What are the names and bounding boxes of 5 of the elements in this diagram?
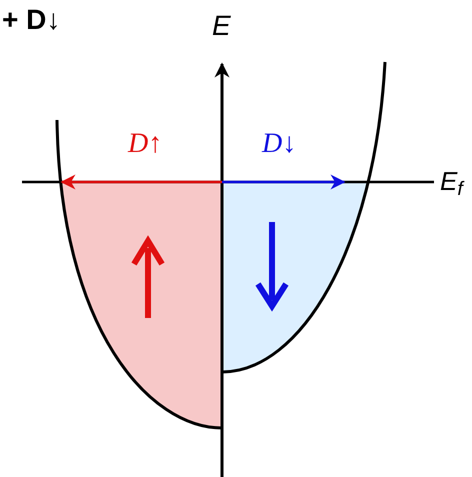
axis-label: + D↓ — [2, 4, 60, 36]
axis-label: D↓ — [262, 130, 296, 158]
axis-label: D↑ — [128, 130, 162, 158]
axis-label: E$_{f}$ — [440, 166, 463, 198]
axis-label: E — [212, 12, 231, 40]
